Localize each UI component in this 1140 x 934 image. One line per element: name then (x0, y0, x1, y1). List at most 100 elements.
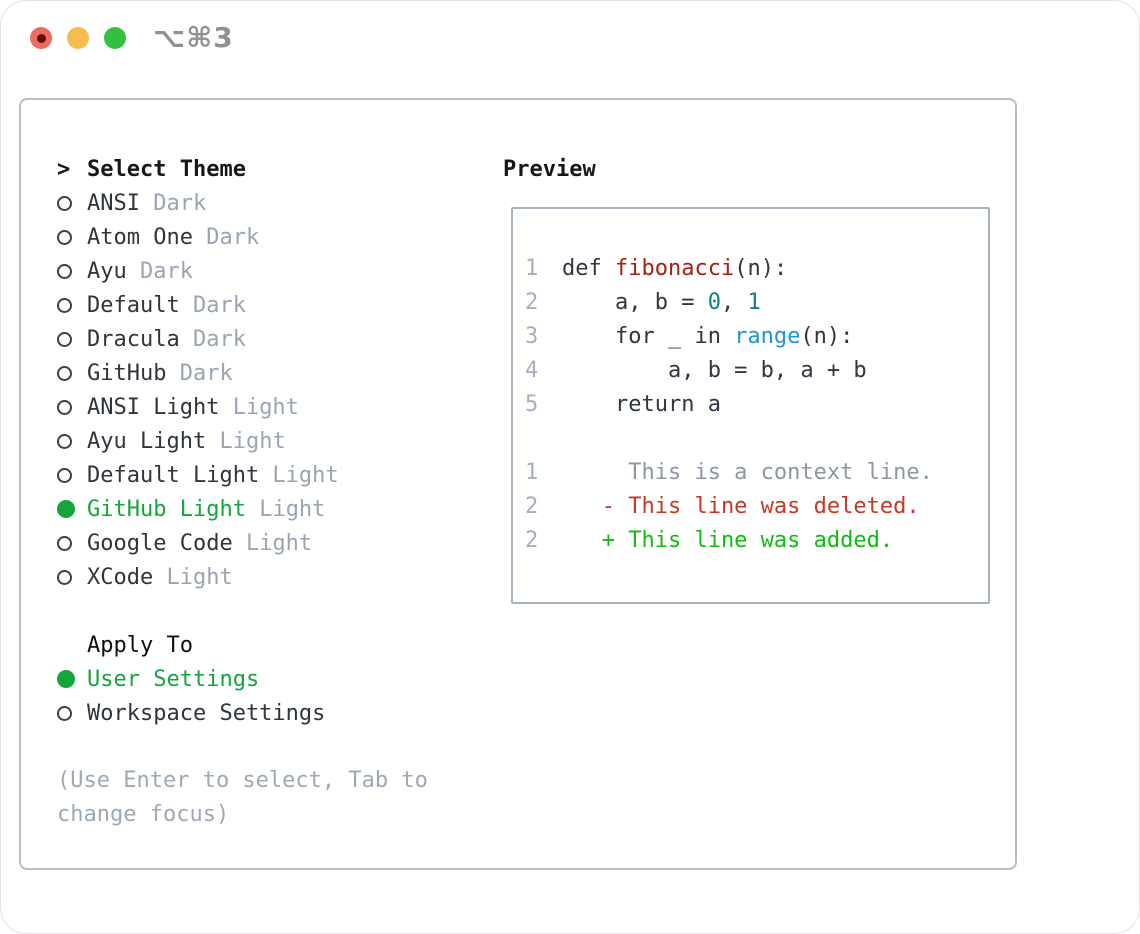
radio-unselected-icon (57, 229, 72, 245)
code-segment-function: fibonacci (614, 256, 735, 281)
code-segment-code: , (720, 290, 748, 315)
theme-option-ansi-light[interactable]: ANSI Light Light (57, 390, 477, 424)
code-line: 4 a, b = b, a + b (525, 358, 988, 392)
apply-to-header: Apply To (57, 628, 477, 662)
code-segment-builtin: range (734, 324, 801, 349)
select-theme-header: > Select Theme (57, 152, 477, 186)
preview-title: Preview (503, 156, 596, 182)
radio-unselected-icon (57, 705, 72, 721)
minimize-button[interactable] (67, 27, 89, 49)
radio-selected-icon (57, 670, 75, 688)
line-number (525, 426, 562, 460)
close-inner-dot (36, 33, 46, 43)
theme-option-label: Google Code (87, 530, 233, 556)
radio-unselected-icon (57, 297, 72, 313)
code-line: 3 for _ in range(n): (525, 324, 988, 358)
line-number: 1 (525, 256, 539, 281)
select-theme-title: Select Theme (87, 156, 246, 182)
radio-unselected-icon (57, 535, 72, 551)
theme-variant-label: Light (206, 428, 286, 454)
line-number: 2 (525, 494, 539, 519)
code-segment-code: return a (562, 392, 721, 417)
theme-option-label: Ayu Light (87, 428, 207, 454)
theme-variant-label: Dark (179, 292, 246, 318)
code-line (525, 426, 988, 460)
code-line: 2 + This line was added. (525, 528, 988, 562)
code-line: 1 This is a context line. (525, 460, 988, 494)
line-number: 4 (525, 358, 539, 383)
theme-option-default-light[interactable]: Default Light Light (57, 458, 477, 492)
theme-variant-label: Light (219, 394, 299, 420)
theme-option-label: XCode (87, 564, 154, 590)
code-segment-added: + This line was added. (562, 528, 894, 553)
theme-option-google-code[interactable]: Google Code Light (57, 526, 477, 560)
theme-option-label: Dracula (87, 326, 180, 352)
code-segment-code: (n): (800, 324, 854, 349)
theme-option-label: ANSI (87, 190, 140, 216)
window-title: ⌥⌘3 (153, 21, 234, 54)
theme-variant-label: Light (232, 530, 313, 556)
radio-unselected-icon (57, 569, 72, 585)
code-segment-deleted: - This line was deleted. (562, 494, 920, 519)
theme-option-ayu-light[interactable]: Ayu Light Light (57, 424, 477, 458)
code-line: 2 a, b = 0, 1 (525, 290, 988, 324)
theme-option-atom-one[interactable]: Atom One Dark (57, 220, 477, 254)
close-button[interactable] (30, 27, 52, 49)
theme-option-dracula[interactable]: Dracula Dark (57, 322, 477, 356)
theme-variant-label: Dark (192, 224, 260, 250)
radio-unselected-icon (57, 195, 72, 211)
radio-unselected-icon (57, 467, 72, 483)
apply-option-label: User Settings (87, 666, 260, 692)
code-segment-code: for _ in (562, 324, 735, 349)
radio-unselected-icon (57, 365, 72, 381)
theme-option-ansi[interactable]: ANSI Dark (57, 186, 477, 220)
line-number: 5 (525, 392, 539, 417)
line-number: 1 (525, 460, 539, 485)
theme-option-label: GitHub Light (87, 496, 246, 522)
radio-selected-icon (57, 500, 75, 518)
theme-option-github-light[interactable]: GitHub Light Light (57, 492, 477, 526)
theme-variant-label: Light (245, 496, 326, 522)
theme-variant-label: Light (259, 462, 339, 488)
theme-variant-label: Dark (126, 258, 193, 284)
code-line: 2 - This line was deleted. (525, 494, 988, 528)
theme-option-label: Default (87, 292, 180, 318)
code-segment-code: a, b = b, a + b (562, 358, 867, 383)
theme-option-label: Default Light (87, 462, 260, 488)
code-segment-number: 0 (707, 290, 721, 315)
theme-option-label: GitHub (87, 360, 167, 386)
code-segment-context: This is a context line. (562, 460, 933, 485)
radio-unselected-icon (57, 331, 72, 347)
theme-option-xcode[interactable]: XCode Light (57, 560, 477, 594)
apply-option-user-settings[interactable]: User Settings (57, 662, 477, 696)
theme-option-label: Ayu (87, 258, 127, 284)
code-segment-code: def (562, 256, 615, 281)
traffic-lights (30, 27, 126, 49)
line-number: 2 (525, 290, 539, 315)
code-segment-code: a, b = (562, 290, 708, 315)
theme-option-github[interactable]: GitHub Dark (57, 356, 477, 390)
apply-to-title: Apply To (87, 632, 193, 658)
keyboard-hint: (Use Enter to select, Tab to change focu… (57, 768, 428, 827)
theme-variant-label: Dark (179, 326, 246, 352)
theme-variant-label: Light (153, 564, 233, 590)
code-line: 1 def fibonacci(n): (525, 256, 988, 290)
zoom-button[interactable] (104, 27, 126, 49)
theme-variant-label: Dark (166, 360, 233, 386)
apply-option-label: Workspace Settings (87, 700, 326, 726)
radio-unselected-icon (57, 399, 72, 415)
theme-option-label: Atom One (87, 224, 193, 250)
theme-option-default[interactable]: Default Dark (57, 288, 477, 322)
code-segment-code: (n): (734, 256, 788, 281)
theme-option-ayu[interactable]: Ayu Dark (57, 254, 477, 288)
line-number: 3 (525, 324, 539, 349)
line-number: 2 (525, 528, 539, 553)
title-bar: ⌥⌘3 (1, 1, 1139, 59)
apply-option-workspace-settings[interactable]: Workspace Settings (57, 696, 477, 730)
